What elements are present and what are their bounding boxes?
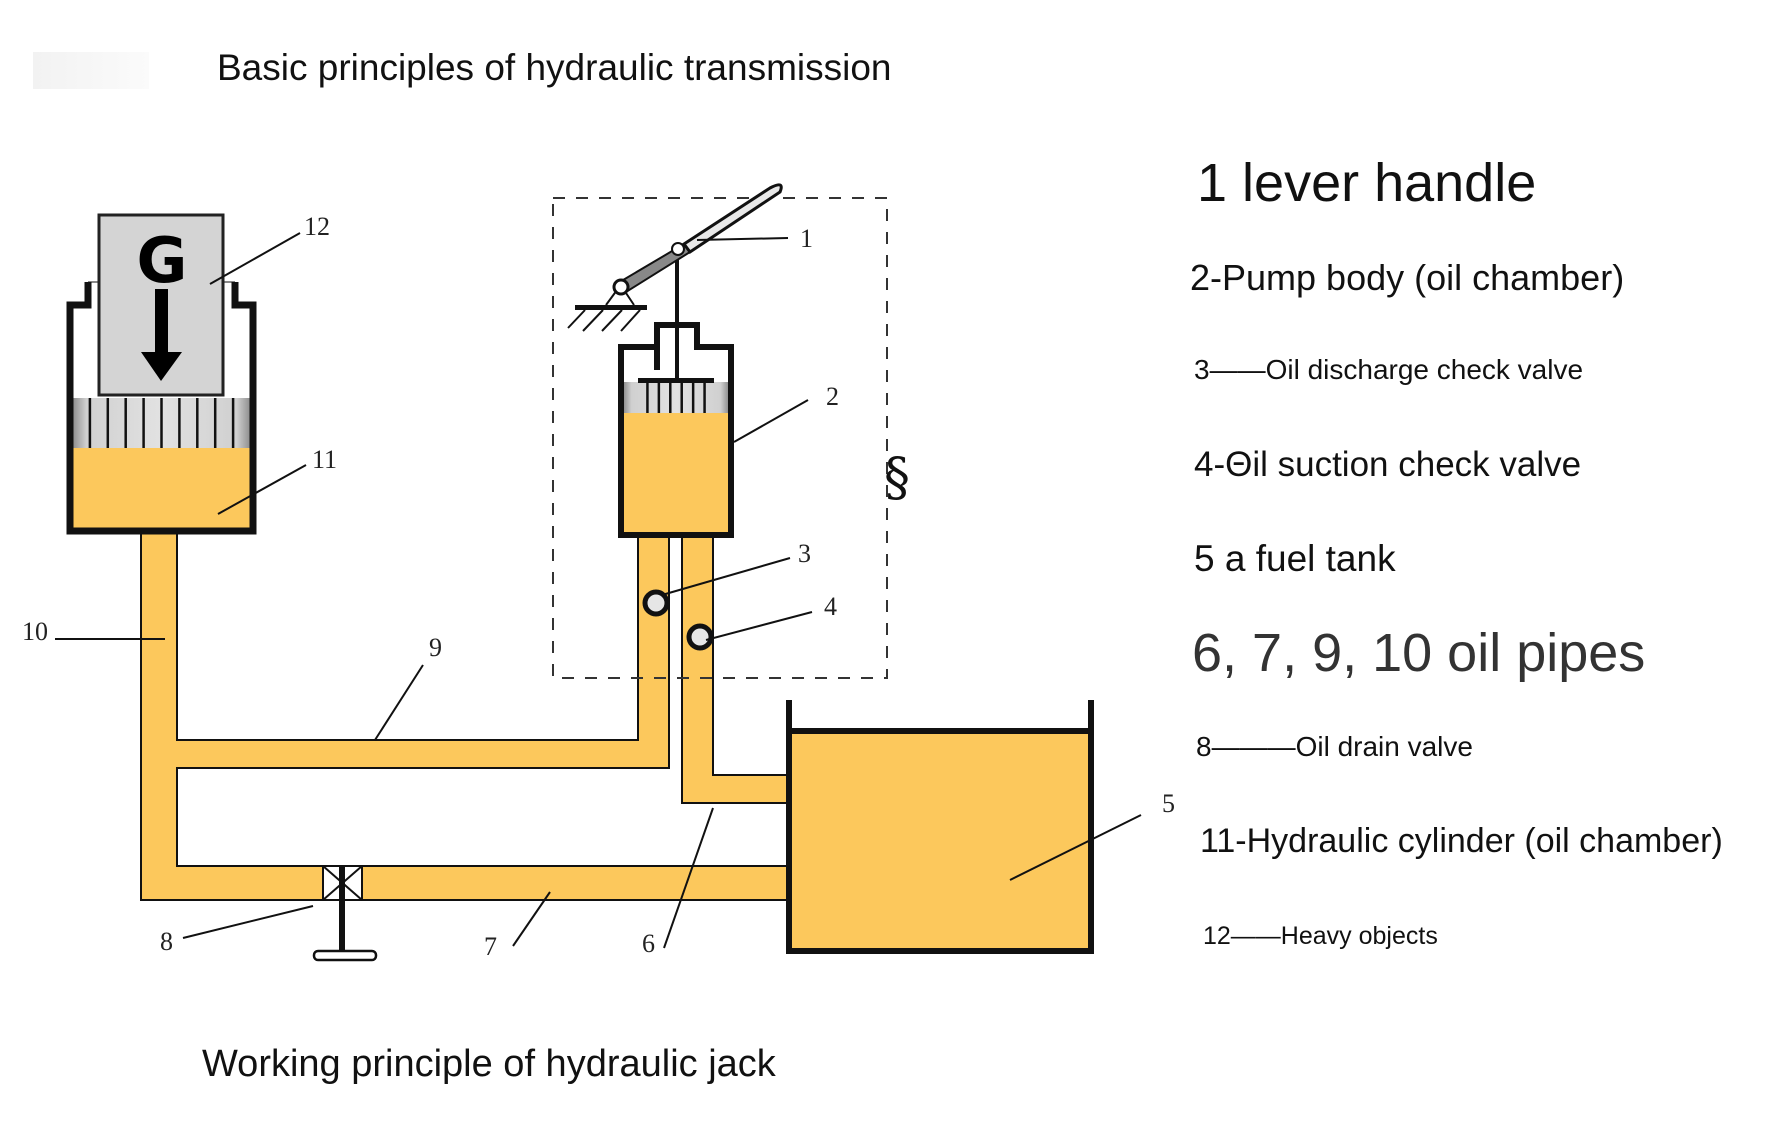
small-piston bbox=[623, 382, 729, 413]
section-mark: § bbox=[884, 448, 910, 508]
legend-item: 2-Pump body (oil chamber) bbox=[1190, 257, 1625, 298]
pump-dashed-boundary bbox=[552, 197, 888, 679]
callout-12: 12 bbox=[304, 212, 330, 241]
cylinder-oil bbox=[72, 448, 251, 528]
callout-8: 8 bbox=[160, 927, 173, 956]
callout-3: 3 bbox=[798, 539, 811, 568]
legend-item: 12——Heavy objects bbox=[1203, 922, 1438, 950]
legend-item: 11-Hydraulic cylinder (oil chamber) bbox=[1200, 822, 1723, 860]
callout-7: 7 bbox=[484, 932, 497, 961]
pump-wall bbox=[618, 322, 734, 538]
callout-5: 5 bbox=[1162, 789, 1175, 818]
oil-pipes bbox=[140, 529, 788, 901]
diagram-title: Basic principles of hydraulic transmissi… bbox=[217, 47, 892, 88]
legend-item: 3——Oil discharge check valve bbox=[1194, 354, 1584, 385]
pipe-6 bbox=[681, 535, 788, 804]
diagram-caption: Working principle of hydraulic jack bbox=[202, 1043, 776, 1085]
pump-oil bbox=[623, 413, 729, 532]
legend-item: 4-Θil suction check valve bbox=[1194, 445, 1582, 484]
oil-discharge-check-valve bbox=[642, 589, 670, 617]
callout-4: 4 bbox=[824, 592, 837, 621]
oil-drain-valve bbox=[312, 865, 378, 962]
callout-10: 10 bbox=[22, 617, 48, 646]
legend-item: 1 lever handle bbox=[1197, 153, 1537, 213]
oil-tank bbox=[786, 700, 1094, 954]
callout-1: 1 bbox=[800, 224, 813, 253]
callout-numbers: 1 2 3 4 5 6 7 8 9 10 11 12 § bbox=[22, 212, 1175, 961]
callout-6: 6 bbox=[642, 929, 655, 958]
hydraulic-cylinder bbox=[66, 281, 257, 535]
pump-body bbox=[618, 322, 734, 538]
legend-item: 8———Oil drain valve bbox=[1196, 731, 1473, 762]
heavy-object: G bbox=[97, 213, 225, 397]
weight-letter: G bbox=[137, 224, 188, 297]
legend-item: 5 a fuel tank bbox=[1194, 538, 1396, 579]
callout-2: 2 bbox=[826, 382, 839, 411]
legend-item: 6, 7, 9, 10 oil pipes bbox=[1192, 623, 1646, 683]
leader-lines bbox=[55, 232, 1142, 949]
callout-11: 11 bbox=[312, 445, 337, 474]
blank-placeholder-box bbox=[33, 52, 149, 89]
gravity-arrow-icon bbox=[141, 289, 182, 381]
oil-suction-check-valve bbox=[686, 623, 714, 651]
cylinder-wall bbox=[66, 282, 257, 535]
callout-9: 9 bbox=[429, 633, 442, 662]
lever-handle bbox=[567, 183, 783, 378]
